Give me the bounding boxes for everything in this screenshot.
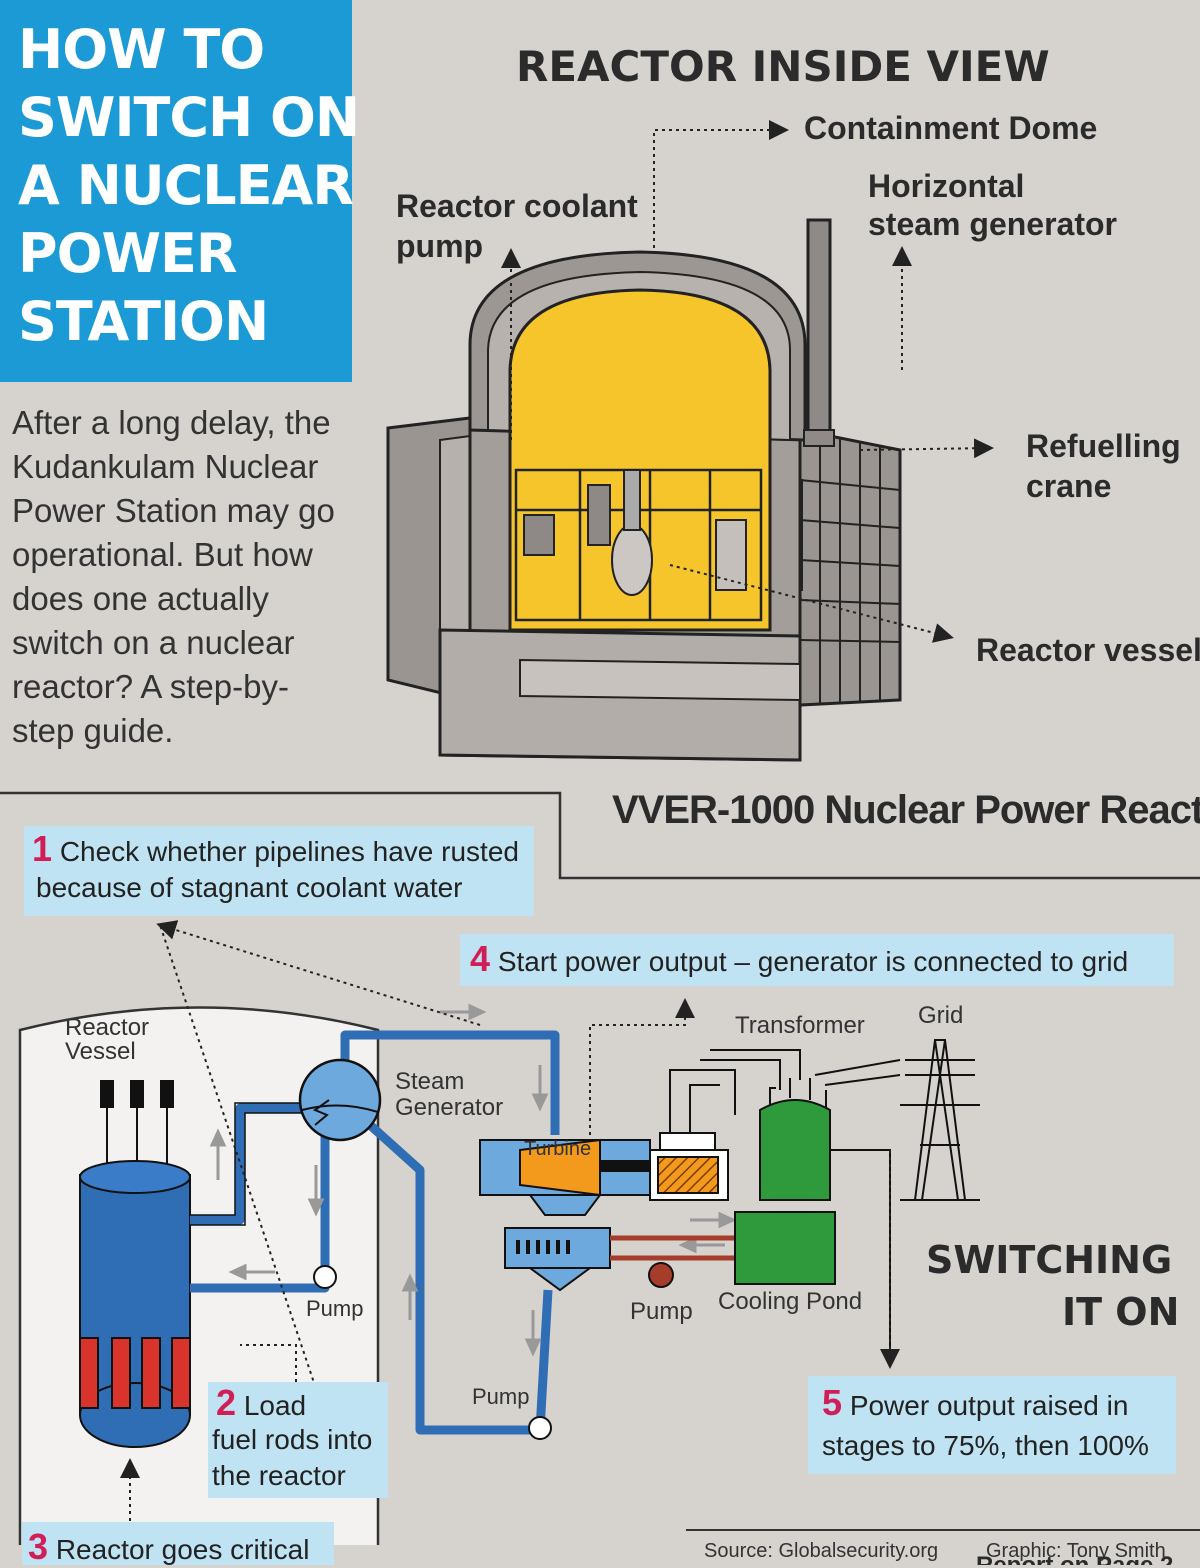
switching-heading: IT ON [1062,1290,1180,1334]
step-3-box: 3 Reactor goes critical [22,1522,334,1567]
refuelling-crane-label: Refuelling [1026,428,1181,464]
reactor-model-caption: VVER-1000 Nuclear Power Reactor [612,788,1200,832]
step-number: 3 [28,1526,49,1567]
containment-dome-label: Containment Dome [804,110,1098,146]
reactor-vessel-label: Reactor [65,1014,150,1041]
step-1-box: 1 Check whether pipelines have rusted be… [24,826,534,916]
intro-line: step guide. [12,712,174,749]
inside-view-heading: REACTOR INSIDE VIEW [516,42,1050,91]
source-credit: Source: Globalsecurity.org [704,1540,939,1562]
grid-label: Grid [918,1002,964,1029]
reactor-vessel-label: Reactor vessel [976,632,1200,668]
reactor-vessel-label: Vessel [65,1038,136,1065]
step-text: Load [243,1390,307,1421]
switching-heading: SWITCHING [926,1238,1173,1282]
grid-pylon [900,1039,980,1201]
steam-generator-label: steam generator [868,206,1117,242]
pump-icon [648,1262,674,1288]
step-text: fuel rods into [212,1424,373,1455]
pump-label: Pump [472,1384,530,1409]
steam-generator-label: Generator [395,1094,504,1121]
intro-line: After a long delay, the [12,404,331,441]
pump-label: Pump [306,1296,364,1321]
reactor-building [386,218,902,762]
steam-generator-label: Steam [395,1068,465,1095]
step-text: because of stagnant coolant water [36,872,463,903]
intro-line: Kudankulam Nuclear [12,448,319,485]
step-2-box: 2 Load fuel rods into the reactor [208,1382,388,1498]
coolant-pump-label: Reactor coolant [396,188,638,224]
title-line: A NUCLEAR [18,154,354,217]
step-text: Reactor goes critical [55,1534,310,1565]
graphic-credit: Graphic: Tony Smith [986,1540,1166,1562]
step-4-box: 4 Start power output – generator is conn… [460,934,1174,986]
title-line: SWITCH ON [18,86,360,149]
intro-line: operational. But how [12,536,313,573]
step-text: stages to 75%, then 100% [822,1430,1149,1461]
step-text: Start power output – generator is connec… [497,946,1129,977]
step-5-box: 5 Power output raised in stages to 75%, … [808,1376,1176,1474]
turbine-label: Turbine [524,1138,592,1160]
refuelling-crane-label: crane [1026,468,1112,504]
pump-label: Pump [630,1298,693,1325]
steam-generator-label: Horizontal [868,168,1025,204]
coolant-pump-label: pump [396,228,484,264]
generator [649,1069,736,1201]
step-number: 1 [32,828,53,869]
title-line: STATION [18,290,269,353]
steam-generator [298,1058,382,1142]
intro-line: Power Station may go [12,492,335,529]
step-number: 2 [216,1382,237,1423]
reactor-vessel-tank [79,1160,191,1448]
step-number: 5 [822,1382,843,1423]
intro-line: does one actually [12,580,269,617]
cooling-pond [734,1211,836,1285]
turbine [479,1138,735,1292]
title-line: POWER [18,222,238,285]
step-text: Power output raised in [849,1390,1129,1421]
step-text: Check whether pipelines have rusted [59,836,519,867]
intro-line: reactor? A step-by- [12,668,289,705]
pump-icon [313,1265,552,1440]
transformer-label: Transformer [735,1012,865,1039]
report-reference: Report on Page 2 [976,1552,1173,1565]
step-number: 4 [470,938,491,979]
title-box: HOW TO SWITCH ON A NUCLEAR POWER STATION [0,0,360,382]
step-text: the reactor [212,1460,346,1491]
intro-line: switch on a nuclear [12,624,295,661]
cooling-pond-label: Cooling Pond [718,1288,863,1315]
title-line: HOW TO [18,18,265,81]
